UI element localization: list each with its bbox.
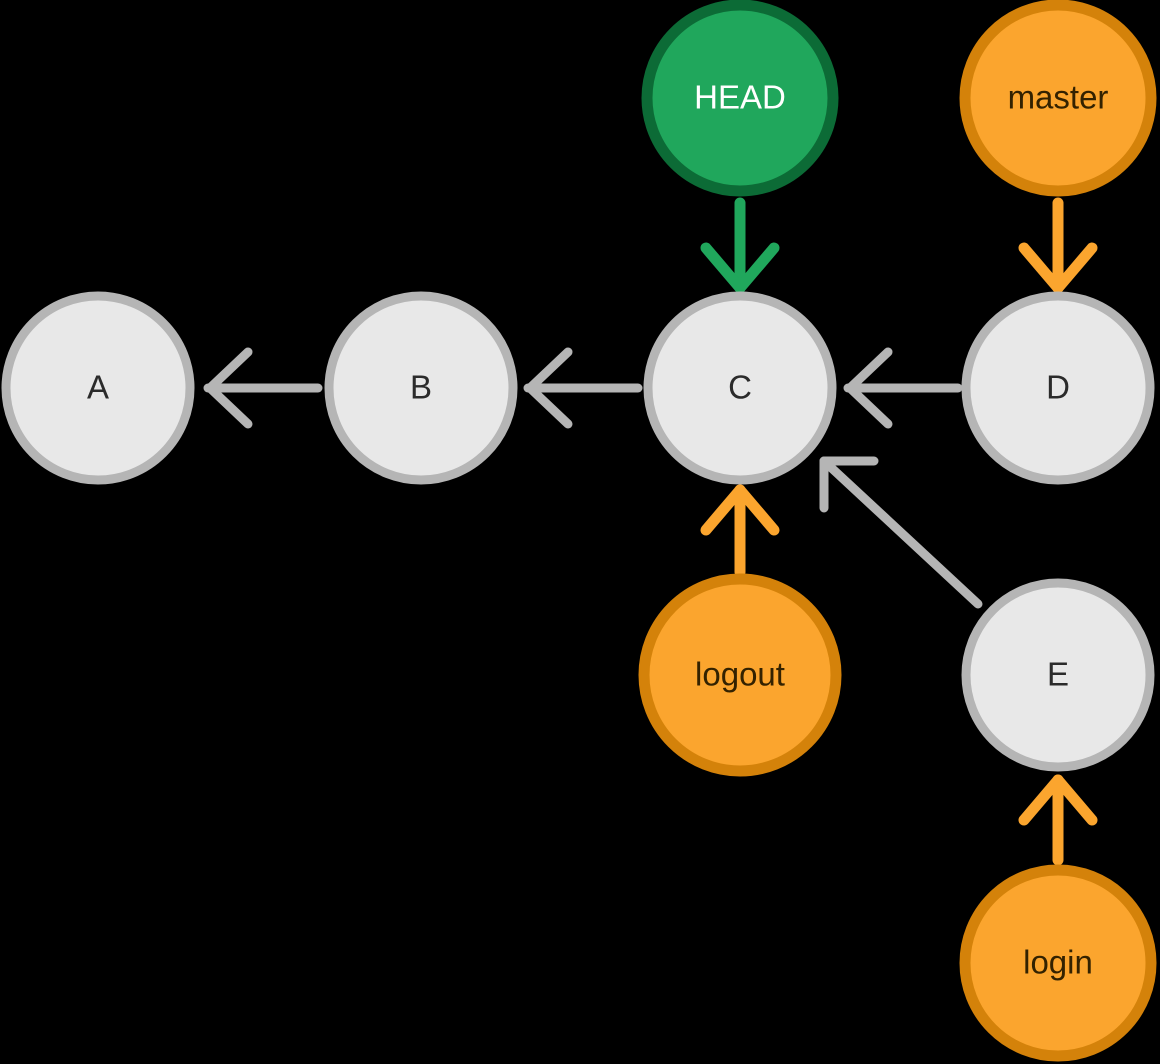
node-circle[interactable] (959, 0, 1157, 197)
node-label-head: HEAD (694, 79, 786, 116)
node-circle[interactable] (961, 578, 1155, 772)
node-label-c: C (728, 369, 752, 406)
node-ref-logout[interactable]: logout (638, 573, 842, 777)
node-label-a: A (87, 369, 109, 406)
node-label-b: B (410, 369, 432, 406)
edge-login-to-e (1018, 774, 1098, 866)
node-commit-b[interactable]: B (324, 291, 518, 485)
node-ref-login[interactable]: login (959, 864, 1157, 1062)
edge-c-to-b (523, 347, 643, 429)
node-label-login: login (1023, 944, 1093, 981)
edge-e-to-c (819, 456, 983, 609)
node-circle[interactable] (641, 0, 839, 197)
node-commit-a[interactable]: A (1, 291, 195, 485)
node-circle[interactable] (959, 864, 1157, 1062)
node-circle[interactable] (643, 291, 837, 485)
node-circle[interactable] (961, 291, 1155, 485)
node-label-logout: logout (695, 656, 785, 693)
node-commit-c[interactable]: C (643, 291, 837, 485)
node-circle[interactable] (324, 291, 518, 485)
node-ref-master[interactable]: master (959, 0, 1157, 197)
node-circle[interactable] (638, 573, 842, 777)
node-label-e: E (1047, 656, 1069, 693)
node-commit-d[interactable]: D (961, 291, 1155, 485)
node-circle[interactable] (1, 291, 195, 485)
node-label-d: D (1046, 369, 1070, 406)
edge-d-to-c (843, 347, 963, 429)
node-label-master: master (1008, 79, 1109, 116)
node-ref-head[interactable]: HEAD (641, 0, 839, 197)
edge-logout-to-c (700, 484, 780, 578)
edge-layer (203, 197, 1098, 866)
node-commit-e[interactable]: E (961, 578, 1155, 772)
edge-b-to-a (203, 347, 323, 429)
edge-head-to-c (700, 197, 780, 294)
edge-master-to-d (1018, 197, 1098, 294)
